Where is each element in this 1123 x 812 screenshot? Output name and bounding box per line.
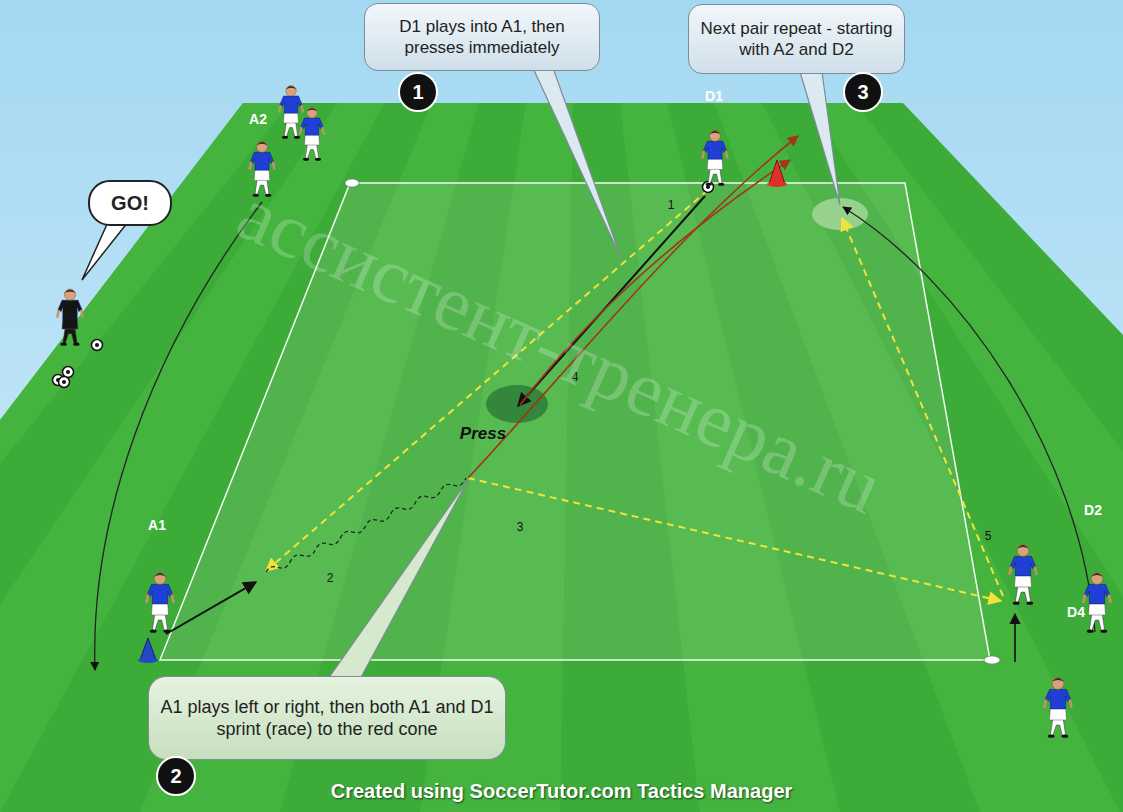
- ball: [92, 340, 103, 351]
- callout-text: Next pair repeat - starting with A2 and …: [699, 18, 894, 61]
- step-number: 3: [517, 520, 524, 534]
- callout-text: D1 plays into A1, then presses immediate…: [375, 16, 589, 59]
- player-label: D1: [705, 88, 723, 104]
- callout-tail: [82, 222, 128, 280]
- drill-area: [160, 183, 990, 660]
- red-cone: [767, 181, 787, 187]
- dribble-line: [266, 478, 466, 572]
- marker-disc: [345, 179, 359, 187]
- pass-line: [468, 478, 1001, 601]
- player-figure: [703, 130, 728, 185]
- callout-text: 3: [857, 81, 868, 104]
- press-zone: [486, 385, 548, 423]
- callout-box: Next pair repeat - starting with A2 and …: [688, 4, 905, 74]
- ball: [59, 377, 70, 388]
- callout-number: 1: [398, 72, 438, 112]
- player-figure: [1044, 678, 1071, 738]
- callout-box: A1 plays left or right, then both A1 and…: [148, 676, 506, 760]
- pitch-stripes: [0, 103, 1123, 812]
- step-number: 5: [985, 529, 992, 543]
- step-number: 4: [572, 370, 579, 384]
- player-figure: [1083, 573, 1110, 633]
- callout-number: 2: [156, 756, 196, 796]
- run-line: [95, 202, 262, 670]
- callout-text: A1 plays left or right, then both A1 and…: [159, 696, 495, 741]
- marker-disc: [984, 656, 1000, 664]
- callout-tail: [533, 68, 621, 258]
- player-label: A2: [249, 111, 267, 127]
- callout-box: D1 plays into A1, then presses immediate…: [364, 3, 600, 71]
- run-line: [843, 207, 1095, 632]
- run-line: [1014, 614, 1016, 662]
- ball: [703, 182, 714, 193]
- caption: Created using SoccerTutor.com Tactics Ma…: [0, 780, 1123, 803]
- player-figure: [300, 108, 324, 161]
- ball-patch: [95, 343, 99, 347]
- watermark: ассистент-тренера.ru: [225, 168, 895, 532]
- player-label: D4: [1067, 604, 1085, 620]
- pass-line: [842, 218, 1003, 596]
- callout-text: GO!: [111, 191, 149, 216]
- player-figure: [279, 86, 303, 139]
- callout-tail: [328, 480, 468, 679]
- callout-text: 2: [170, 765, 181, 788]
- press-line: [518, 196, 705, 406]
- pass-line: [266, 190, 708, 571]
- ball-patch: [66, 370, 70, 374]
- callout-number: 3: [843, 72, 883, 112]
- player-figure: [146, 573, 173, 633]
- run-line: [166, 582, 256, 634]
- action-label: Press: [460, 424, 506, 444]
- step-number: 1: [668, 198, 675, 212]
- red-cone: [769, 160, 785, 184]
- callout-tail: [800, 72, 840, 205]
- ball-patch: [62, 380, 66, 384]
- coach-figure: [57, 289, 83, 346]
- player-figure: [1009, 545, 1036, 605]
- step-number: 2: [327, 571, 334, 585]
- blue-cone: [140, 638, 156, 660]
- speech-bubble: GO!: [88, 180, 172, 226]
- player-label: D2: [1084, 502, 1102, 518]
- blue-cone: [138, 657, 158, 663]
- callout-text: 1: [412, 81, 423, 104]
- player-figure: [250, 141, 275, 196]
- players: [57, 86, 1110, 738]
- sprint-line: [520, 160, 790, 405]
- sprint-line: [468, 136, 798, 478]
- player-label: A1: [148, 517, 166, 533]
